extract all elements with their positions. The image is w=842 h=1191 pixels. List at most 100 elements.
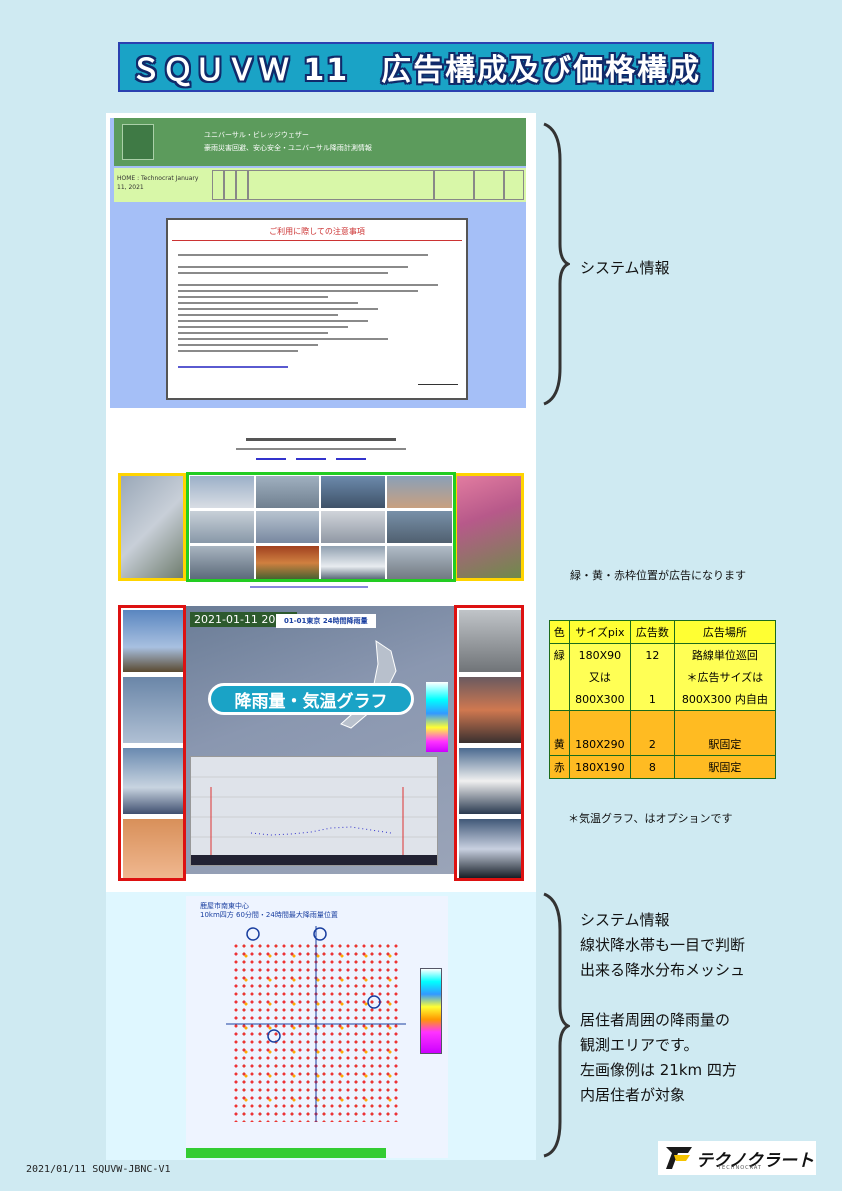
site-header-title: ユニバーサル・ビレッジウェザー	[204, 131, 309, 139]
nav-row: HOME : Technocrat January 11, 2021	[114, 168, 526, 202]
green-ad-cell	[256, 511, 319, 543]
mesh-desc-line: 出来る降水分布メッシュ	[580, 961, 746, 979]
cell-location: 800X300 内自由	[673, 688, 777, 711]
cell-color: 赤	[549, 755, 570, 779]
red-ad-cell	[123, 748, 183, 814]
rain-mesh-panel: 鹿屋市南東中心 10km四方 60分間・24時間最大降雨量位置	[186, 896, 448, 1158]
nav-link-box[interactable]	[434, 170, 474, 200]
cell-color: 緑	[549, 643, 570, 666]
red-ad-cell	[123, 819, 183, 878]
green-ad-cell	[321, 476, 385, 508]
green-ad-cell	[387, 476, 452, 508]
cell-location: 路線単位巡回	[673, 643, 777, 666]
mesh-desc-line: 左画像例は 21km 四方	[580, 1061, 737, 1079]
red-ad-cell	[459, 819, 521, 878]
cell-size: 180X290	[568, 733, 632, 756]
cell-color	[549, 710, 570, 733]
cell-location: ＊広告サイズは	[673, 666, 777, 688]
nav-cell	[224, 170, 236, 200]
cell-color: 黄	[549, 733, 570, 756]
table-row: 800X300 1 800X300 内自由	[549, 688, 777, 711]
mesh-desc-spacer	[580, 983, 745, 1008]
green-ad-grid	[186, 472, 456, 582]
red-ad-column-right	[454, 605, 524, 881]
footer-doc-id: 2021/01/11 SQUVW-JBNC-V1	[26, 1164, 171, 1175]
nav-message-box	[248, 170, 434, 200]
page-title: ＳＱＵＶＷ 11 広告構成及び価格構成	[130, 53, 702, 88]
green-ad-cell	[256, 476, 319, 508]
mesh-desc-line: システム情報	[580, 911, 670, 929]
mesh-title-line-2: 10km四方 60分間・24時間最大降雨量位置	[200, 911, 338, 919]
graph-lines	[191, 776, 437, 865]
cell-count	[630, 666, 675, 688]
temp-graph-option-note: ＊気温グラフ、はオプションです	[568, 812, 733, 825]
green-ad-cell	[190, 546, 254, 579]
mesh-desc-line: 内居住者が対象	[580, 1086, 686, 1104]
yellow-ad-right	[454, 473, 524, 581]
home-link[interactable]: HOME : Technocrat January 11, 2021	[117, 175, 199, 191]
table-row	[549, 710, 777, 733]
red-ad-cell	[459, 677, 521, 743]
green-ad-cell	[190, 476, 254, 508]
page-title-box: ＳＱＵＶＷ 11 広告構成及び価格構成	[118, 42, 714, 92]
system-info-label: システム情報	[580, 259, 670, 277]
brand-name: テクノクラート	[696, 1151, 814, 1171]
nav-cell	[474, 170, 504, 200]
cell-location	[673, 710, 777, 733]
japan-outline	[340, 640, 397, 729]
green-ad-cell	[387, 511, 452, 543]
caption-link[interactable]	[250, 586, 370, 590]
cell-size: 800X300	[568, 688, 632, 711]
cell-location: 駅固定	[673, 755, 777, 779]
mesh-title-line-1: 鹿屋市南東中心	[200, 902, 249, 910]
table-row: 黄 180X290 2 駅固定	[549, 733, 777, 756]
table-row: 赤 180X190 8 駅固定	[549, 755, 777, 779]
mesh-footer-bar	[186, 1148, 386, 1158]
notice-title: ご利用に際しての注意事項	[269, 227, 365, 236]
table-row: 又は ＊広告サイズは	[549, 666, 777, 688]
red-ad-cell	[459, 610, 521, 672]
cell-color	[549, 666, 570, 688]
yellow-ad-left	[118, 473, 186, 581]
red-ad-cell	[123, 610, 183, 672]
brand-subname: TECHNOCRAT	[718, 1165, 762, 1171]
green-ad-cell	[256, 546, 319, 579]
brand-mark-icon	[666, 1147, 692, 1169]
table-row: 緑 180X90 12 路線単位巡回	[549, 643, 777, 666]
notice-divider	[172, 240, 462, 241]
cell-count: 8	[630, 755, 675, 779]
site-header: ユニバーサル・ビレッジウェザー 豪雨災害回避、安心安全・ユニバーサル降雨計測情報	[114, 118, 526, 166]
rain-temp-graph-badge: 降雨量・気温グラフ	[208, 683, 414, 715]
nav-cell	[504, 170, 524, 200]
brand-logo: テクノクラート TECHNOCRAT	[658, 1141, 816, 1175]
mesh-desc-line: 線状降水帯も一目で判断	[580, 936, 746, 954]
red-ad-cell	[123, 677, 183, 743]
red-ad-column-left	[118, 605, 186, 881]
mesh-desc-line: 居住者周囲の降雨量の	[580, 1011, 731, 1029]
site-logo	[122, 124, 154, 160]
cell-count: 12	[630, 643, 675, 666]
cell-color	[549, 688, 570, 711]
cell-count: 2	[630, 733, 675, 756]
rain-temp-graph-label: 降雨量・気温グラフ	[234, 691, 388, 712]
nav-cell	[212, 170, 224, 200]
green-ad-cell	[321, 511, 385, 543]
header-color: 色	[549, 620, 570, 644]
header-location: 広告場所	[673, 620, 777, 644]
header-size: サイズpix	[568, 620, 632, 644]
cell-size: 180X190	[568, 755, 632, 779]
cell-size: 180X90	[568, 643, 632, 666]
map-title: 01-01東京 24時間降雨量	[276, 614, 376, 628]
mesh-desc-line: 観測エリアです。	[580, 1036, 699, 1054]
site-header-subtitle: 豪雨災害回避、安心安全・ユニバーサル降雨計測情報	[204, 144, 372, 152]
mesh-description: システム情報 線状降水帯も一目で判断 出来る降水分布メッシュ 居住者周囲の降雨量…	[580, 908, 745, 1108]
cell-count	[630, 710, 675, 733]
ad-positions-note: 緑・黄・赤枠位置が広告になります	[570, 569, 746, 582]
mesh-title: 鹿屋市南東中心 10km四方 60分間・24時間最大降雨量位置	[200, 902, 338, 920]
map-legend	[426, 682, 448, 752]
price-table-header: 色 サイズpix 広告数 広告場所	[549, 620, 777, 644]
green-ad-cell	[190, 511, 254, 543]
nav-cell	[236, 170, 248, 200]
cell-size	[568, 710, 632, 733]
price-table: 色 サイズpix 広告数 広告場所 緑 180X90 12 路線単位巡回 又は …	[549, 620, 777, 779]
